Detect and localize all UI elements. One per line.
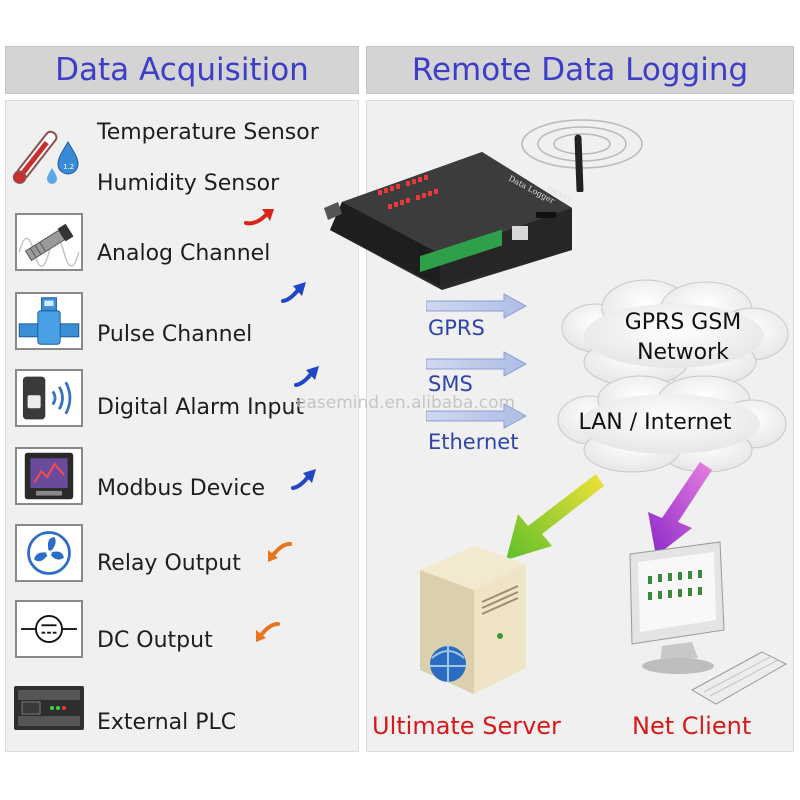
label-relay-output: Relay Output xyxy=(97,551,241,576)
arrow-blue-pulse xyxy=(294,366,319,387)
data-logger-device: Data Logger SMART xyxy=(324,152,573,290)
label-digital-alarm-input: Digital Alarm Input xyxy=(97,395,305,420)
label-gprs: GPRS xyxy=(428,316,485,340)
arrow-orange-relay xyxy=(268,542,292,562)
label-ethernet: Ethernet xyxy=(428,430,519,454)
arrow-to-server xyxy=(506,474,604,560)
label-modbus-device: Modbus Device xyxy=(97,476,266,501)
label-humidity-sensor: Humidity Sensor xyxy=(97,171,280,196)
net-client-computer-icon xyxy=(629,541,788,705)
label-pulse-channel: Pulse Channel xyxy=(97,322,253,347)
analog-sensor-icon xyxy=(15,213,83,271)
server-icon xyxy=(420,546,526,694)
network-clouds xyxy=(557,279,789,473)
label-dc-output: DC Output xyxy=(97,628,213,653)
label-net-client: Net Client xyxy=(632,712,752,740)
arrow-to-client xyxy=(648,462,712,556)
dc-symbol-icon xyxy=(15,600,83,658)
label-temperature-sensor: Temperature Sensor xyxy=(97,120,319,145)
label-sms: SMS xyxy=(428,372,473,396)
arrow-red-to-logger xyxy=(244,209,274,226)
header-remote-data-logging: Remote Data Logging xyxy=(366,46,794,94)
label-analog-channel: Analog Channel xyxy=(97,241,271,266)
watermark: easemind.en.alibaba.com xyxy=(296,393,516,413)
arrow-blue-analog xyxy=(281,282,306,303)
fan-icon xyxy=(15,524,83,582)
connection-arrows xyxy=(426,293,528,429)
label-ultimate-server: Ultimate Server xyxy=(372,712,561,740)
flow-meter-icon xyxy=(15,292,83,350)
cloud-gprs-gsm-network: GPRS GSM Network xyxy=(606,308,760,368)
signal-waves-icon xyxy=(521,119,643,192)
header-data-acquisition: Data Acquisition xyxy=(5,46,359,94)
svg-text:1.2: 1.2 xyxy=(63,163,74,171)
label-external-plc: External PLC xyxy=(97,710,237,735)
alarm-sensor-icon xyxy=(15,369,83,427)
arrow-blue-modbus xyxy=(291,469,316,490)
plc-icon xyxy=(12,680,86,736)
cloud-lan-internet: LAN / Internet xyxy=(578,410,732,435)
power-meter-icon xyxy=(15,447,83,505)
cloud-top-line-1: GPRS GSM xyxy=(624,310,742,335)
arrow-orange-dc xyxy=(256,622,280,642)
cloud-top-line-2: Network xyxy=(637,340,729,365)
thermometer-humidity-icon: 1.2 xyxy=(12,124,92,194)
